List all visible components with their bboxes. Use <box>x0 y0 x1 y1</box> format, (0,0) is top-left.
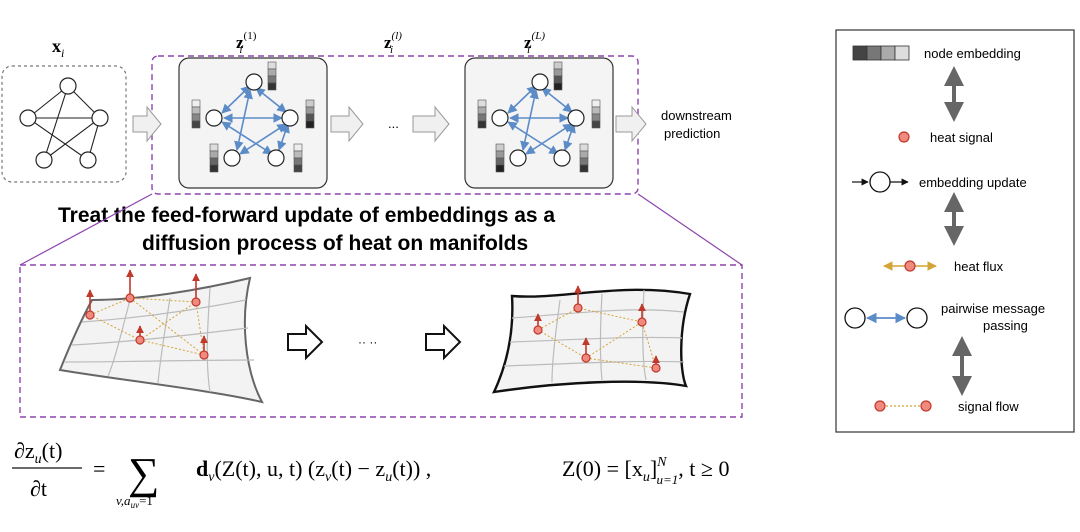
legend-label-message-passing-1: pairwise message <box>941 301 1045 316</box>
layer-label-l: z(l)i <box>384 30 402 56</box>
headline-line-1: Treat the feed-forward update of embeddi… <box>58 204 555 227</box>
legend-label-embedding-update: embedding update <box>919 175 1027 190</box>
manifold-right <box>491 285 692 394</box>
input-graph <box>1 65 127 183</box>
layer-label-1: z(1)i <box>236 30 257 56</box>
diffusion-equation: ∂zu(t) ∂t = ∑ v,auv=1 dv(Z(t), u, t) (zv… <box>12 438 729 510</box>
legend-label-heat-signal: heat signal <box>930 130 993 145</box>
legend-label-heat-flux: heat flux <box>954 259 1004 274</box>
layer-1-graph <box>178 57 328 189</box>
embedding-stacks-l1 <box>191 61 315 173</box>
embedding-update-icon <box>852 171 909 193</box>
svg-text:∂t: ∂t <box>30 476 47 501</box>
block-arrows-bottom <box>287 323 462 361</box>
output-label-1: downstream <box>661 108 732 123</box>
svg-text:Z(0) = [xu]Nu=1, t ≥ 0: Z(0) = [xu]Nu=1, t ≥ 0 <box>562 455 729 487</box>
zoom-line-right <box>637 193 743 266</box>
zoom-line-left <box>19 193 153 266</box>
block-arrows-top <box>132 105 647 143</box>
message-passing-icon <box>844 307 928 329</box>
legend-panel: node embedding heat signal embedding upd… <box>835 29 1075 433</box>
heat-signal-icon <box>898 131 910 143</box>
output-label-2: prediction <box>664 126 720 141</box>
svg-text:v,auv=1: v,auv=1 <box>116 493 153 510</box>
svg-text:∂zu(t): ∂zu(t) <box>14 438 62 467</box>
svg-text:=: = <box>93 456 105 481</box>
manifold-panel <box>19 264 743 418</box>
headline-line-2: diffusion process of heat on manifolds <box>142 232 528 255</box>
input-label: xi <box>52 36 64 60</box>
legend-label-node-embedding: node embedding <box>924 46 1021 61</box>
heat-flux-icon <box>883 260 937 272</box>
signal-flow-icon <box>874 400 932 412</box>
legend-label-signal-flow: signal flow <box>958 399 1019 414</box>
svg-text:∑: ∑ <box>128 449 159 498</box>
top-ellipsis: ... <box>388 116 399 131</box>
legend-label-message-passing-2: passing <box>983 318 1028 333</box>
layer-L-graph <box>464 57 614 189</box>
embedding-stacks-lL <box>477 61 601 173</box>
layer-label-L: z(L)i <box>524 30 545 56</box>
manifold-left <box>58 269 264 404</box>
svg-text:dv(Z(t), u, t) (zv(t) − zu(t)): dv(Z(t), u, t) (zv(t) − zu(t)) , <box>196 456 431 485</box>
bottom-ellipsis: ·· ·· <box>358 335 377 349</box>
node-embedding-icon <box>852 45 910 61</box>
